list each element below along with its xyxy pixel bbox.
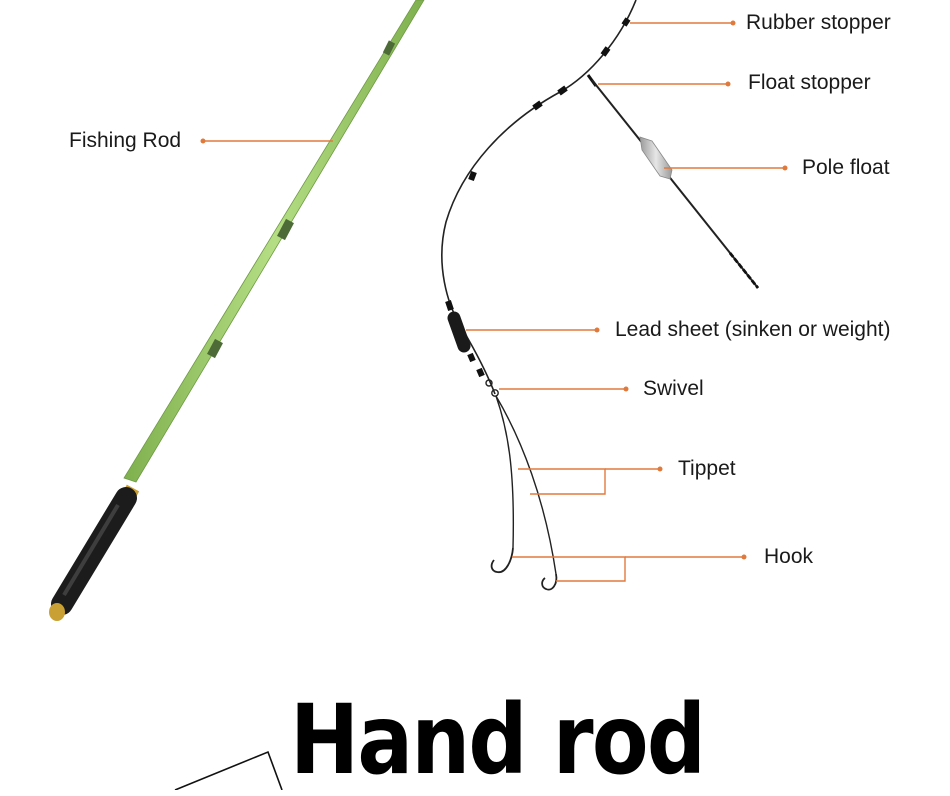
label-pole-float: Pole float — [802, 156, 890, 179]
swivel-ring — [485, 379, 493, 387]
lead-weights — [445, 300, 485, 378]
label-fishing-rod: Fishing Rod — [69, 129, 182, 152]
label-tippet: Tippet — [678, 457, 736, 480]
leader-lines — [200, 20, 788, 582]
rubber-stoppers — [468, 17, 631, 182]
label-float-stopper: Float stopper — [748, 71, 871, 94]
page-title: Hand rod — [290, 684, 706, 796]
tippets-and-hooks — [490, 395, 558, 591]
float-body — [639, 136, 673, 180]
label-rubber-stopper: Rubber stopper — [746, 11, 891, 34]
tippet-left — [495, 395, 515, 549]
label-lead-sheet: Lead sheet (sinken or weight) — [615, 318, 891, 341]
label-swivel: Swivel — [643, 377, 704, 400]
label-hook: Hook — [764, 545, 814, 568]
pole-float — [591, 79, 760, 289]
fishing-rod — [49, 0, 425, 621]
rod-shaft — [123, 0, 425, 483]
hook-right — [541, 573, 558, 591]
tippet-right — [495, 395, 557, 575]
decorative-frame-corner — [174, 750, 283, 790]
float-antenna-tip — [728, 252, 760, 289]
rod-joint — [277, 218, 294, 241]
swivel-ring — [491, 389, 499, 397]
rod-joint — [382, 40, 396, 56]
main-line — [441, 0, 637, 395]
hook-left — [490, 547, 514, 573]
fishing-line — [441, 0, 637, 397]
rod-joint — [207, 338, 223, 359]
rod-handle — [51, 487, 137, 615]
rod-handle-shine — [62, 503, 120, 597]
rod-butt-cap — [49, 603, 65, 621]
